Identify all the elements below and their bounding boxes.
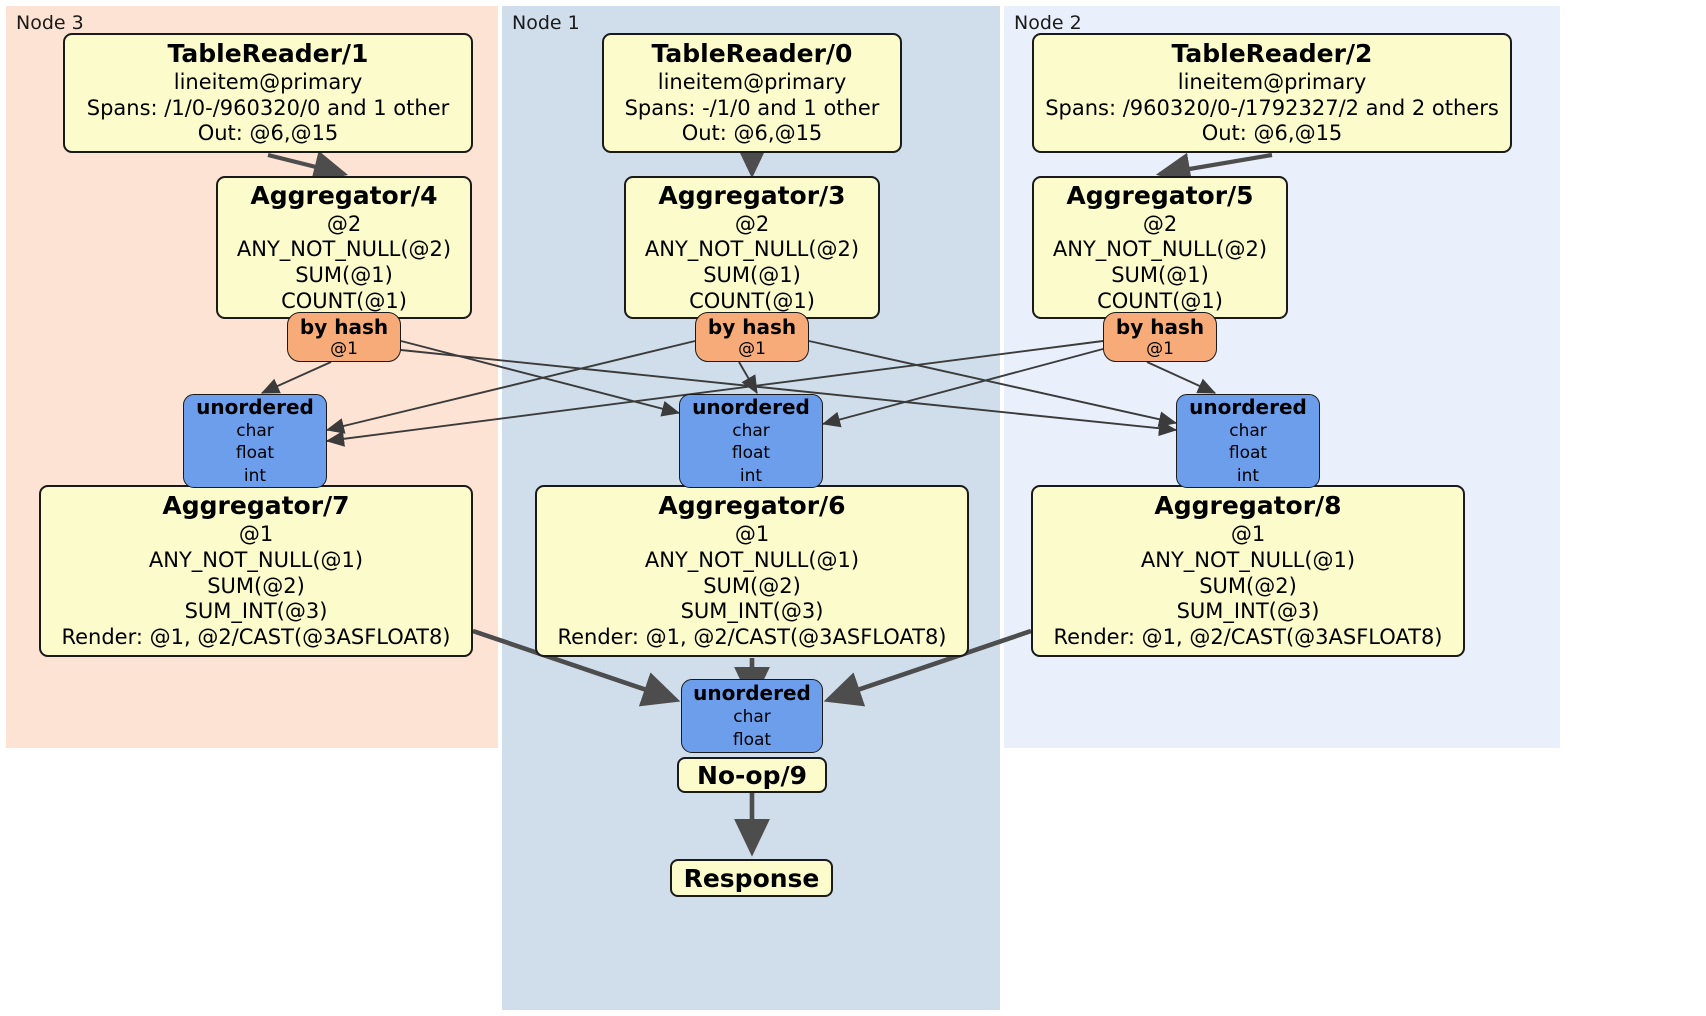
processor-out: Out: @6,@15: [1201, 121, 1343, 146]
aggregator-func: SUM(@2): [207, 573, 305, 598]
processor-title: TableReader/0: [651, 39, 853, 69]
synchronizer-type: float: [1228, 443, 1268, 464]
processor-spans: Spans: -/1/0 and 1 other: [624, 95, 880, 120]
aggregator-render: Render: @1, @2/CAST(@3ASFLOAT8): [1053, 624, 1443, 649]
aggregator-func: SUM(@2): [703, 573, 801, 598]
processor-aggregator-4[interactable]: Aggregator/4 @2 ANY_NOT_NULL(@2) SUM(@1)…: [216, 176, 472, 319]
aggregator-func: ANY_NOT_NULL(@1): [1140, 548, 1356, 573]
processor-tablereader-1[interactable]: TableReader/1 lineitem@primary Spans: /1…: [63, 33, 473, 153]
synchronizer-type: float: [235, 443, 275, 464]
processor-aggregator-5[interactable]: Aggregator/5 @2 ANY_NOT_NULL(@2) SUM(@1)…: [1032, 176, 1288, 319]
aggregator-func: SUM(@1): [703, 263, 801, 287]
processor-spans: Spans: /960320/0-/1792327/2 and 2 others: [1045, 95, 1499, 120]
synchronizer-unordered-final[interactable]: unordered char float: [681, 679, 823, 753]
processor-aggregator-6[interactable]: Aggregator/6 @1 ANY_NOT_NULL(@1) SUM(@2)…: [535, 485, 969, 657]
aggregator-func: ANY_NOT_NULL(@2): [1052, 237, 1268, 262]
aggregator-group: @1: [1230, 522, 1266, 547]
router-title: by hash: [707, 314, 797, 339]
router-column: @1: [1146, 338, 1174, 359]
aggregator-group: @2: [1142, 211, 1178, 236]
processor-spans: Spans: /1/0-/960320/0 and 1 other: [86, 95, 450, 120]
processor-tablereader-2[interactable]: TableReader/2 lineitem@primary Spans: /9…: [1032, 33, 1512, 153]
synchronizer-title: unordered: [196, 395, 314, 420]
aggregator-group: @1: [734, 522, 770, 547]
aggregator-func: SUM(@1): [1111, 263, 1209, 287]
processor-title: Aggregator/3: [658, 180, 846, 210]
processor-out: Out: @6,@15: [197, 121, 339, 146]
aggregator-group: @2: [326, 211, 362, 236]
aggregator-render: Render: @1, @2/CAST(@3ASFLOAT8): [557, 624, 947, 649]
synchronizer-title: unordered: [1189, 395, 1307, 420]
synchronizer-type: int: [739, 465, 763, 486]
synchronizer-type: int: [1236, 465, 1260, 486]
aggregator-func: ANY_NOT_NULL(@2): [644, 237, 860, 262]
router-by-hash-node3[interactable]: by hash @1: [287, 312, 401, 362]
synchronizer-type: char: [236, 421, 274, 442]
aggregator-func: COUNT(@1): [689, 288, 815, 313]
processor-table: lineitem@primary: [173, 70, 363, 95]
router-title: by hash: [299, 314, 389, 339]
synchronizer-unordered-node3[interactable]: unordered char float int: [183, 394, 327, 488]
aggregator-func: SUM_INT(@3): [1176, 599, 1320, 624]
processor-table: lineitem@primary: [1177, 70, 1367, 95]
processor-title: TableReader/2: [1171, 39, 1373, 69]
node-panel-label: Node 2: [1014, 12, 1082, 34]
synchronizer-type: float: [731, 443, 771, 464]
router-column: @1: [738, 338, 766, 359]
node-panel-label: Node 1: [512, 12, 580, 34]
aggregator-group: @1: [238, 522, 274, 547]
aggregator-func: ANY_NOT_NULL(@2): [236, 237, 452, 262]
processor-noop-9[interactable]: No-op/9: [677, 757, 827, 793]
processor-table: lineitem@primary: [657, 70, 847, 95]
synchronizer-type: char: [1229, 421, 1267, 442]
synchronizer-unordered-node1[interactable]: unordered char float int: [679, 394, 823, 488]
synchronizer-type: float: [732, 729, 772, 750]
aggregator-func: ANY_NOT_NULL(@1): [148, 548, 364, 573]
aggregator-func: ANY_NOT_NULL(@1): [644, 548, 860, 573]
processor-title: Aggregator/6: [658, 491, 846, 521]
processor-out: Out: @6,@15: [681, 121, 823, 146]
router-by-hash-node2[interactable]: by hash @1: [1103, 312, 1217, 362]
aggregator-func: COUNT(@1): [1097, 288, 1223, 313]
synchronizer-title: unordered: [693, 681, 811, 706]
router-column: @1: [330, 338, 358, 359]
router-by-hash-node1[interactable]: by hash @1: [695, 312, 809, 362]
synchronizer-type: char: [733, 707, 771, 728]
processor-aggregator-8[interactable]: Aggregator/8 @1 ANY_NOT_NULL(@1) SUM(@2)…: [1031, 485, 1465, 657]
aggregator-func: SUM_INT(@3): [680, 599, 824, 624]
node-panel-label: Node 3: [16, 12, 84, 34]
aggregator-func: SUM(@1): [295, 263, 393, 287]
aggregator-func: SUM_INT(@3): [184, 599, 328, 624]
processor-tablereader-0[interactable]: TableReader/0 lineitem@primary Spans: -/…: [602, 33, 902, 153]
synchronizer-unordered-node2[interactable]: unordered char float int: [1176, 394, 1320, 488]
response-node[interactable]: Response: [670, 859, 833, 897]
synchronizer-type: char: [732, 421, 770, 442]
processor-title: Aggregator/4: [250, 180, 438, 210]
processor-title: Aggregator/8: [1154, 491, 1342, 521]
aggregator-func: COUNT(@1): [281, 288, 407, 313]
aggregator-func: SUM(@2): [1199, 573, 1297, 598]
synchronizer-title: unordered: [692, 395, 810, 420]
processor-aggregator-3[interactable]: Aggregator/3 @2 ANY_NOT_NULL(@2) SUM(@1)…: [624, 176, 880, 319]
processor-title: TableReader/1: [167, 39, 369, 69]
processor-aggregator-7[interactable]: Aggregator/7 @1 ANY_NOT_NULL(@1) SUM(@2)…: [39, 485, 473, 657]
synchronizer-type: int: [243, 465, 267, 486]
processor-title: Aggregator/7: [162, 491, 350, 521]
router-title: by hash: [1115, 314, 1205, 339]
aggregator-group: @2: [734, 211, 770, 236]
processor-title: Aggregator/5: [1066, 180, 1254, 210]
aggregator-render: Render: @1, @2/CAST(@3ASFLOAT8): [61, 624, 451, 649]
